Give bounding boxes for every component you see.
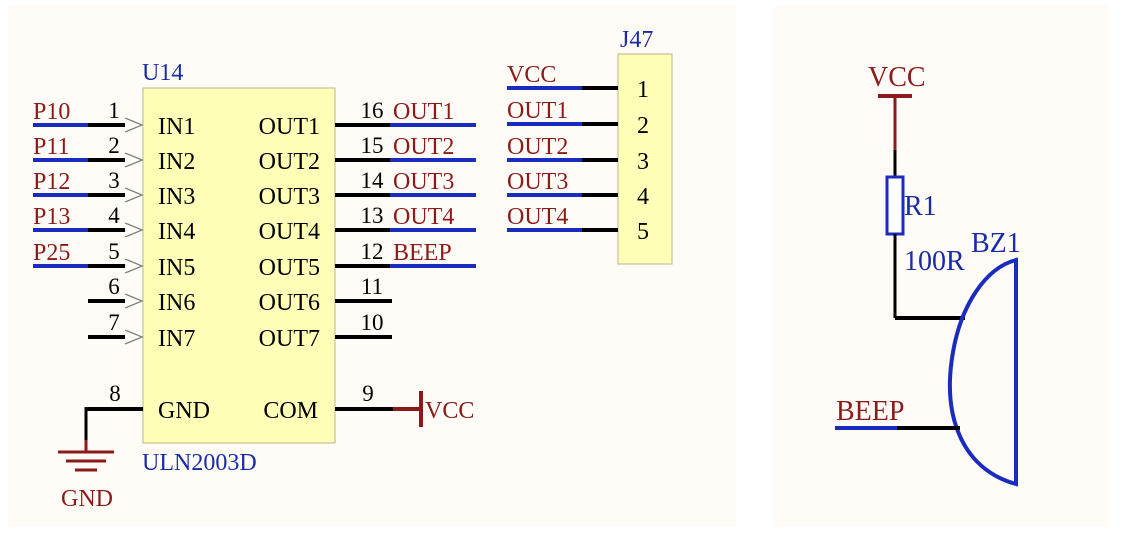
right-net-label: OUT3 bbox=[393, 169, 454, 195]
com-pin-name: COM bbox=[263, 398, 318, 424]
j47-pin-number: 5 bbox=[637, 219, 649, 245]
right-pin-name: OUT3 bbox=[259, 184, 320, 210]
right-net-label: OUT4 bbox=[393, 204, 454, 230]
buzzer-vcc-label: VCC bbox=[868, 62, 926, 93]
left-net-label: P13 bbox=[33, 204, 70, 230]
input-arrow-mark bbox=[124, 117, 144, 133]
right-pin-number: 11 bbox=[361, 274, 383, 299]
left-net-label: P25 bbox=[33, 240, 70, 266]
left-pin-number: 1 bbox=[108, 98, 120, 123]
right-pin-name: OUT7 bbox=[259, 326, 320, 352]
j47-net-label: VCC bbox=[507, 62, 556, 88]
left-pin-number: 4 bbox=[108, 203, 120, 228]
buzzer-beep-label: BEEP bbox=[836, 396, 904, 427]
r1-value: 100R bbox=[904, 246, 965, 277]
j47-pin-number: 4 bbox=[637, 184, 649, 210]
com-vcc-label: VCC bbox=[425, 398, 474, 424]
j47-pin-number: 2 bbox=[637, 113, 649, 139]
input-arrow-mark bbox=[124, 329, 144, 345]
right-pin-number: 16 bbox=[361, 98, 384, 123]
left-net-label: P10 bbox=[33, 99, 70, 125]
right-pin-name: OUT1 bbox=[259, 114, 320, 140]
left-net-label: P12 bbox=[33, 169, 70, 195]
input-arrow-mark bbox=[124, 152, 144, 168]
j47-pin-number: 1 bbox=[637, 77, 649, 103]
j47-net-label: OUT1 bbox=[507, 98, 568, 124]
u14-designator: U14 bbox=[142, 60, 183, 86]
left-pin-name: IN5 bbox=[158, 255, 195, 281]
right-net-label: BEEP bbox=[393, 240, 452, 266]
j47-net-label: OUT2 bbox=[507, 134, 568, 160]
input-arrow-mark bbox=[124, 187, 144, 203]
r1-designator: R1 bbox=[904, 191, 937, 222]
left-pin-number: 3 bbox=[108, 168, 120, 193]
right-pin-number: 13 bbox=[361, 203, 384, 228]
left-pin-name: IN6 bbox=[158, 290, 195, 316]
left-pin-name: IN7 bbox=[158, 326, 195, 352]
left-pin-number: 6 bbox=[108, 274, 120, 299]
gnd-pin-number: 8 bbox=[109, 381, 121, 406]
right-pin-name: OUT6 bbox=[259, 290, 320, 316]
left-pin-name: IN1 bbox=[158, 114, 195, 140]
u14-body bbox=[142, 87, 336, 444]
r1-resistor-body bbox=[885, 175, 905, 236]
left-pin-name: IN2 bbox=[158, 149, 195, 175]
right-pin-name: OUT5 bbox=[259, 255, 320, 281]
left-pin-name: IN3 bbox=[158, 184, 195, 210]
com-pin-number: 9 bbox=[362, 381, 374, 406]
right-pin-name: OUT2 bbox=[259, 149, 320, 175]
right-pin-number: 12 bbox=[361, 239, 384, 264]
input-arrow-mark bbox=[124, 293, 144, 309]
left-pin-name: IN4 bbox=[158, 219, 195, 245]
right-net-label: OUT2 bbox=[393, 134, 454, 160]
left-pin-number: 2 bbox=[108, 133, 120, 158]
input-arrow-mark bbox=[124, 258, 144, 274]
left-net-label: P11 bbox=[33, 134, 69, 160]
j47-body bbox=[617, 53, 673, 265]
gnd-label: GND bbox=[61, 486, 113, 512]
right-pin-number: 15 bbox=[361, 133, 384, 158]
right-pin-number: 14 bbox=[361, 168, 385, 193]
left-pin-number: 7 bbox=[108, 310, 120, 335]
right-sheet-background bbox=[774, 5, 1109, 527]
u14-part-number: ULN2003D bbox=[142, 450, 257, 476]
j47-net-label: OUT4 bbox=[507, 204, 568, 230]
left-pin-number: 5 bbox=[108, 239, 120, 264]
right-pin-name: OUT4 bbox=[259, 219, 320, 245]
right-net-label: OUT1 bbox=[393, 99, 454, 125]
bz1-designator: BZ1 bbox=[971, 228, 1021, 259]
right-pin-number: 10 bbox=[361, 310, 384, 335]
input-arrow-mark bbox=[124, 222, 144, 238]
j47-pin-number: 3 bbox=[637, 149, 649, 175]
gnd-pin-name: GND bbox=[158, 398, 210, 424]
j47-net-label: OUT3 bbox=[507, 169, 568, 195]
j47-designator: J47 bbox=[620, 27, 653, 53]
bz1-buzzer-symbol bbox=[948, 257, 1018, 487]
